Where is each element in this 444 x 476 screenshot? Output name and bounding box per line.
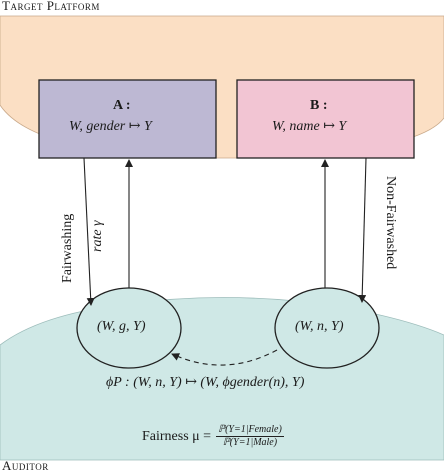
fairwashing-label: Fairwashing	[60, 213, 75, 283]
projection-formula: ϕP : (W, n, Y) ↦ (W, ϕgender(n), Y)	[106, 375, 305, 390]
non-fairwashed-label: Non-Fairwashed	[383, 176, 398, 270]
auditor-title: Auditor	[2, 458, 49, 473]
projection-arrow	[171, 349, 278, 366]
node-right-label: (W, n, Y)	[295, 319, 344, 334]
arrow-b-to-right	[358, 157, 367, 303]
fairness-fraction: ℙ(Y=1|Female) ℙ(Y=1|Male)	[216, 424, 284, 449]
node-left-label: (W, g, Y)	[97, 319, 146, 334]
arrow-a-to-left	[83, 157, 95, 306]
node-right-circle	[274, 287, 380, 369]
box-a	[38, 79, 217, 159]
fairness-metric: Fairness μ = ℙ(Y=1|Female) ℙ(Y=1|Male)	[142, 424, 284, 449]
box-b	[236, 79, 415, 159]
rate-label: rate γ	[90, 220, 105, 252]
platform-title: Target Platform	[2, 0, 100, 13]
fairness-label: Fairness μ =	[142, 428, 212, 444]
fairness-denominator: ℙ(Y=1|Male)	[222, 437, 278, 448]
box-b-title: B :	[310, 98, 328, 113]
box-a-title: A :	[113, 98, 131, 113]
box-a-mapping: W, gender ↦ Y	[69, 119, 152, 134]
box-b-mapping: W, name ↦ Y	[272, 119, 347, 134]
fairness-numerator: ℙ(Y=1|Female)	[216, 424, 284, 437]
